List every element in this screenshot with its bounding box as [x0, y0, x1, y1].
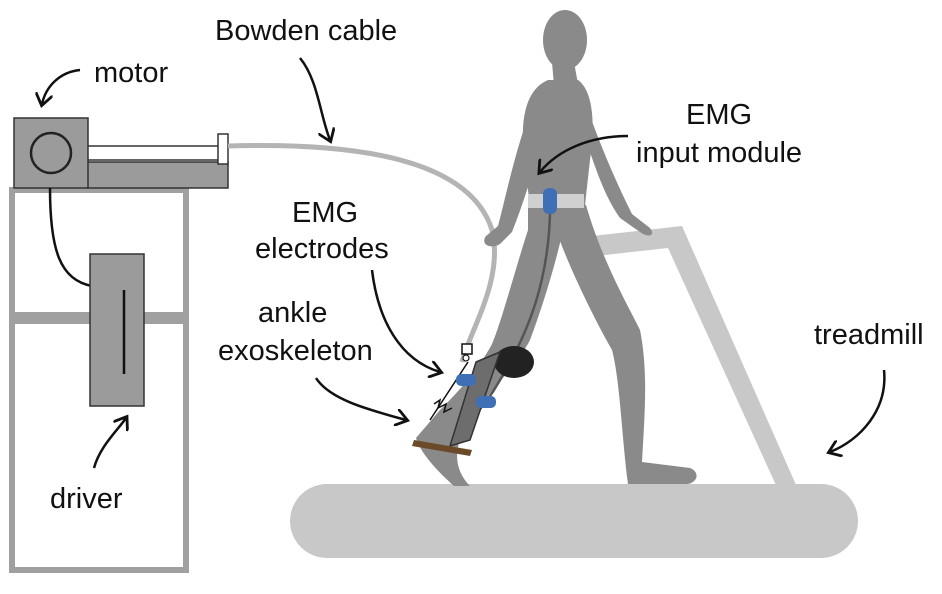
- label-ankle-exo-line1: ankle: [258, 297, 327, 329]
- emg-module-unit: [543, 188, 557, 214]
- exo-connector: [462, 354, 470, 362]
- labels: Bowden cable motor EMG input module EMG …: [50, 15, 924, 515]
- person-back-leg: [416, 200, 568, 486]
- treadmill-handrail: [592, 226, 800, 494]
- motor-base-plate: [85, 161, 229, 189]
- exo-knee-pulley: [494, 346, 534, 378]
- treadmill-belt: [290, 484, 858, 558]
- exo-sensor-box: [461, 343, 473, 355]
- label-motor: motor: [94, 57, 168, 89]
- exo-spring-line: [429, 361, 469, 421]
- arrow-motor: [42, 68, 81, 104]
- arrow-bowden-cable: [299, 57, 330, 140]
- linear-rail: [85, 145, 221, 161]
- motor-shaft: [29, 131, 73, 175]
- driver-box: [89, 253, 145, 407]
- rack-frame: [9, 187, 189, 573]
- person-back-arm: [484, 100, 548, 247]
- motor-assembly: [13, 117, 229, 189]
- bowden-cable: [227, 143, 498, 363]
- exo-spring: [433, 398, 453, 414]
- exo-footplate: [412, 440, 472, 456]
- motor-driver-wire: [48, 187, 93, 288]
- arrow-driver: [92, 418, 126, 469]
- label-emg-electrodes-line2: electrodes: [255, 233, 389, 265]
- person-head: [543, 10, 587, 70]
- label-emg-input-line2: input module: [636, 137, 802, 169]
- rail-end-block: [217, 133, 229, 165]
- label-ankle-exo-line2: exoskeleton: [218, 335, 373, 367]
- annotation-arrows: [42, 57, 886, 469]
- driver-assembly: [48, 187, 145, 407]
- arrow-emg-input-module: [540, 134, 629, 172]
- person-front-leg: [556, 200, 697, 484]
- label-treadmill: treadmill: [814, 319, 924, 351]
- label-emg-electrodes-line1: EMG: [292, 197, 358, 229]
- arrow-emg-electrodes: [370, 269, 440, 372]
- label-emg-input-line1: EMG: [686, 99, 752, 131]
- label-driver: driver: [50, 483, 123, 515]
- label-bowden-cable: Bowden cable: [215, 15, 397, 47]
- exo-shank-brace: [448, 350, 502, 448]
- ankle-exoskeleton: [412, 343, 534, 456]
- person-front-arm: [572, 98, 653, 236]
- emg-electrode-upper: [456, 374, 476, 386]
- arrow-ankle-exoskeleton: [314, 377, 406, 420]
- arrow-treadmill: [830, 369, 886, 452]
- emg-electrode-lower: [476, 396, 496, 408]
- treadmill: [290, 226, 858, 558]
